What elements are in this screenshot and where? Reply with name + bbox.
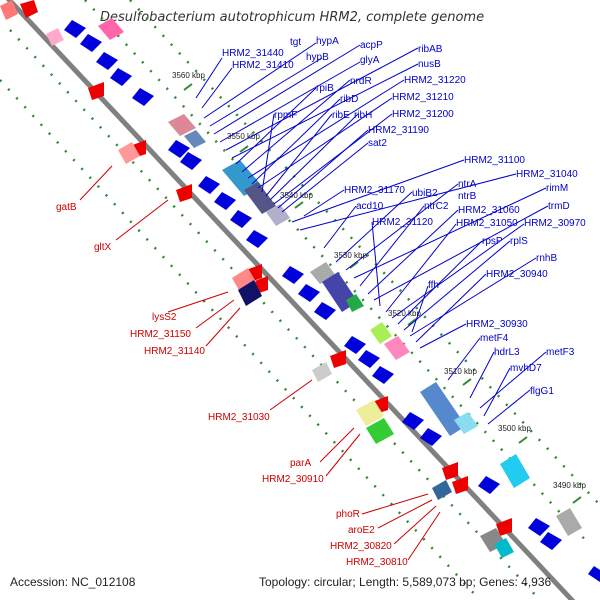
gene-label: acpP [360,40,383,51]
reverse-gene-labels: gatB gltX lysS2 HRM2_31150 HRM2_31140 HR… [56,202,408,568]
gene-label: rplS [510,236,528,247]
gene-label: HRM2_31040 [516,169,578,180]
gene-label: HRM2_31220 [404,75,466,86]
accession-label: Accession: NC_012108 [10,575,136,589]
gene-label: HRM2_31100 [464,155,525,166]
forward-leader-lines [195,42,549,425]
gene-label: tgt [290,37,301,48]
forward-gene-labels: HRM2_31440 tgt hypA HRM2_31410 hypB acpP… [222,36,586,397]
gene-label: rnhB [536,253,557,264]
gene-label: metF4 [480,333,509,344]
gene-label: HRM2_31190 [368,125,429,136]
gene-label: ribH [354,110,372,121]
gene-label: parA [290,458,311,469]
gene-label: ubiB2 [412,188,438,199]
gene-label: ntrC2 [424,201,449,212]
kbp-label: 3520 kbp [388,309,421,318]
gene-label: HRM2_30910 [262,474,324,485]
gene-label: phoR [336,509,360,520]
map-title: Desulfobacterium autotrophicum HRM2, com… [100,10,485,25]
kbp-label: 3540 kbp [280,191,313,200]
gene-label: glyA [360,55,380,66]
kbp-label: 3490 kbp [553,481,586,490]
gene-label: rimM [546,183,568,194]
gene-label: trmD [548,201,570,212]
gene-label: rpiB [316,83,334,94]
gene-label: HRM2_31150 [130,329,191,340]
gene-label: HRM2_31030 [208,412,270,423]
gene-label: lysS2 [152,312,177,323]
gene-label: gatB [56,202,77,213]
gene-label: HRM2_31170 [344,185,405,196]
gene-label: ribE [332,110,350,121]
gene-label: HRM2_30970 [524,218,586,229]
gene-label: HRM2_31060 [458,205,520,216]
gene-label: metF3 [546,347,575,358]
gene-label: ntrB [458,191,477,202]
gene-label: HRM2_30820 [330,541,392,552]
gene-label: ribD [340,94,358,105]
reverse-gene-arrows [20,0,512,536]
gene-label: mvhD7 [510,363,542,374]
kbp-label: 3500 kbp [498,424,531,433]
gene-label: HRM2_30810 [346,557,408,568]
gene-label: HRM2_31140 [144,346,205,357]
gene-label: rpmF [274,110,297,121]
gene-label: rpsP [482,236,503,247]
kbp-labels: 3560 kbp 3550 kbp 3540 kbp 3530 kbp 3520… [172,71,586,490]
gene-label: flgG1 [530,386,554,397]
gene-label: nrdR [350,76,372,87]
gene-label: HRM2_31200 [392,109,454,120]
topology-label: Topology: circular; Length: 5,589,073 bp… [259,575,552,589]
reverse-feature-blocks [0,0,514,558]
forward-feature-blocks [98,18,582,536]
gene-label: HRM2_31410 [232,60,294,71]
gene-label: hypA [316,36,339,47]
gene-label: hypB [306,52,329,63]
gene-label: HRM2_31440 [222,48,284,59]
gene-label: sat2 [368,138,387,149]
kbp-label: 3550 kbp [227,132,260,141]
reverse-leader-lines [79,165,441,561]
gene-label: gltX [94,242,112,253]
gene-label: ribAB [418,44,443,55]
kbp-label: 3530 kbp [334,251,367,260]
kbp-ticks [183,83,582,504]
gene-label: ntrA [458,179,477,190]
gene-label: hdrL3 [494,347,520,358]
forward-gene-arrows [64,20,600,582]
gene-label: HRM2_31120 [372,217,433,228]
gene-label: nusB [418,59,441,70]
gene-label: HRM2_30930 [466,319,528,330]
gene-label: aroE2 [348,525,375,536]
gene-label: HRM2_30940 [486,269,548,280]
gene-label: acd10 [356,201,384,212]
kbp-label: 3510 kbp [444,367,477,376]
gene-label: ffh [428,280,439,291]
gene-label: HRM2_31210 [392,92,454,103]
kbp-label: 3560 kbp [172,71,205,80]
gene-label: HRM2_31050 [456,218,518,229]
